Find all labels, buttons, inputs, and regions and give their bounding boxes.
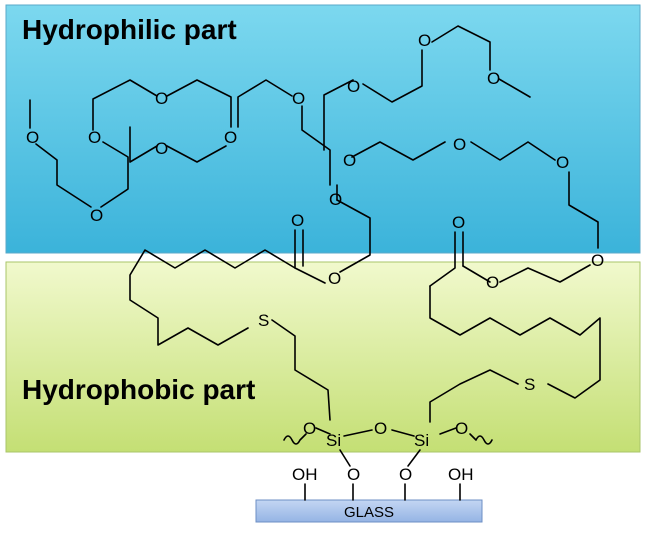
oxygen-atom: O xyxy=(452,213,465,232)
hydroxyl-group: OH xyxy=(448,465,474,484)
oxygen-atom: O xyxy=(556,153,569,172)
oxygen-atom: O xyxy=(90,206,103,225)
oxygen-atom: O xyxy=(591,251,604,270)
oxygen-atom: O xyxy=(88,128,101,147)
hydrophobic-region xyxy=(5,261,641,453)
hydrophobic-title: Hydrophobic part xyxy=(22,374,256,405)
silicon-atom: Si xyxy=(414,431,429,450)
oxygen-atom: O xyxy=(487,69,500,88)
molecular-bonds xyxy=(29,25,601,501)
glass-label: GLASS xyxy=(344,504,394,521)
hydrophilic-title: Hydrophilic part xyxy=(22,14,237,45)
glass-substrate xyxy=(255,499,483,523)
oxygen-atom: O xyxy=(453,135,466,154)
oxygen-atom: O xyxy=(292,89,305,108)
oxygen-atom: O xyxy=(399,465,412,484)
oxygen-atom: O xyxy=(347,465,360,484)
hydrophilic-region xyxy=(5,4,641,254)
oxygen-atom: O xyxy=(291,211,304,230)
oxygen-atom: O xyxy=(343,151,356,170)
oxygen-atom: O xyxy=(418,31,431,50)
oxygen-atom: O xyxy=(26,128,39,147)
oxygen-atom: O xyxy=(486,273,499,292)
oxygen-atom: O xyxy=(224,128,237,147)
oxygen-atom: O xyxy=(303,419,316,438)
oxygen-atom: O xyxy=(455,419,468,438)
oxygen-atom: O xyxy=(328,269,341,288)
oxygen-atom: O xyxy=(155,89,168,108)
sulfur-atom: S xyxy=(524,375,535,394)
oxygen-atom: O xyxy=(347,77,360,96)
silicon-atom: Si xyxy=(326,431,341,450)
hydroxyl-group: OH xyxy=(292,465,318,484)
oxygen-atom: O xyxy=(329,190,342,209)
atom-labels: O O O O O O O O O O O O O O O O O O O S … xyxy=(26,31,604,484)
oxygen-atom: O xyxy=(374,419,387,438)
oxygen-atom: O xyxy=(155,139,168,158)
sulfur-atom: S xyxy=(258,311,269,330)
